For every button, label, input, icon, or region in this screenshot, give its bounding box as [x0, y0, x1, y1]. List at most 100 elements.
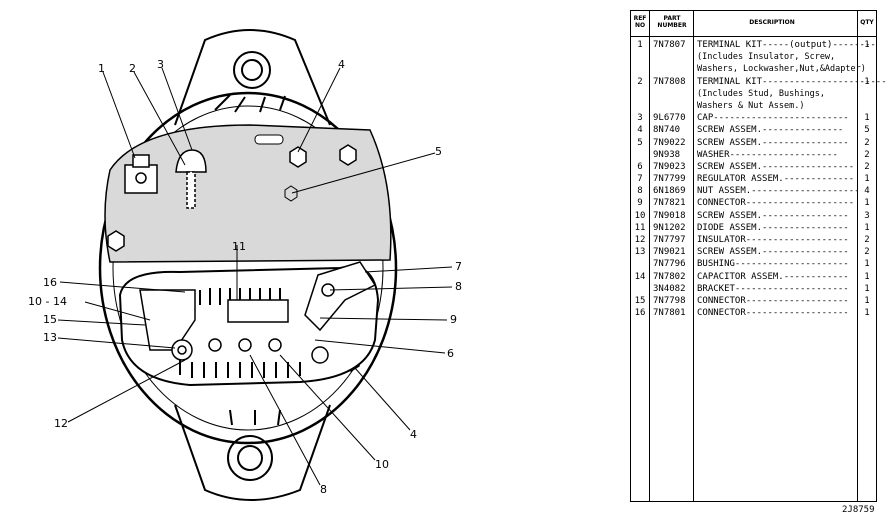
qty-cell: 1 — [864, 283, 870, 294]
ref-cell: 5 — [637, 137, 643, 148]
callout-11: 11 — [232, 240, 246, 253]
part-number-cell: 7N9022 — [653, 137, 686, 148]
terminal-cap — [175, 149, 207, 209]
description-cell: (Includes Stud, Bushings, — [697, 88, 825, 99]
ref-cell: 8 — [637, 186, 643, 197]
table-row: 16 7N7801 CONNECTOR------------------- 1 — [631, 307, 876, 319]
part-number-cell: 7N9023 — [653, 161, 686, 172]
callout-1: 1 — [98, 62, 105, 75]
ref-cell: 3 — [637, 113, 643, 124]
qty-cell: 1 — [864, 259, 870, 270]
description-cell: NUT ASSEM.-------------------- — [697, 186, 860, 197]
part-number-cell: 7N7801 — [653, 308, 686, 319]
qty-cell: 2 — [864, 235, 870, 245]
description-cell: SCREW ASSEM.---------------- — [697, 210, 849, 221]
qty-cell: 1 — [864, 113, 870, 124]
description-cell: DIODE ASSEM.---------------- — [697, 222, 849, 233]
qty-cell: 2 — [864, 149, 870, 160]
qty-cell: 5 — [864, 125, 870, 136]
table-row: 7N7796 BUSHING--------------------- 1 — [631, 258, 876, 270]
part-number-cell: 7N7821 — [653, 198, 686, 209]
part-number-cell: 9N938 — [653, 149, 681, 160]
callout-6: 6 — [447, 347, 454, 360]
description-cell: CAP------------------------- — [697, 113, 849, 124]
callout-4-lower: 4 — [410, 428, 417, 441]
ref-cell: 1 — [637, 40, 643, 50]
qty-cell: 1 — [864, 76, 870, 87]
qty-cell: 1 — [864, 308, 870, 319]
qty-cell: 1 — [864, 198, 870, 209]
qty-cell: 1 — [864, 222, 870, 233]
part-number-cell: 7N7796 — [653, 259, 686, 270]
description-cell: WASHER-------------------- — [697, 149, 838, 160]
header-qty: QTY — [860, 19, 874, 26]
qty-cell: 1 — [864, 174, 870, 185]
description-cell: BUSHING--------------------- — [697, 259, 849, 270]
table-row: 9N938 WASHER-------------------- 2 — [631, 149, 876, 161]
callout-10-14: 10 - 14 — [28, 295, 67, 308]
description-cell: Washers & Nut Assem.) — [697, 100, 805, 111]
brush-holder-bracket — [139, 289, 196, 361]
part-number-cell: 3N4082 — [653, 283, 686, 294]
table-header: REF NO PART NUMBER DESCRIPTION QTY — [631, 11, 876, 37]
qty-cell: 3 — [864, 210, 870, 221]
ref-cell: 13 — [634, 247, 646, 258]
ref-cell: 4 — [637, 125, 643, 136]
part-number-cell: 7N7802 — [653, 271, 686, 282]
part-number-cell: 7N7798 — [653, 295, 686, 306]
ref-cell: 6 — [637, 161, 643, 172]
callout-12: 12 — [54, 417, 68, 430]
table-row: 5 7N9022 SCREW ASSEM.---------------- 2 — [631, 137, 876, 149]
table-row: 8 6N1869 NUT ASSEM.-------------------- 4 — [631, 185, 876, 197]
callout-2: 2 — [129, 62, 136, 75]
ref-cell: 16 — [634, 308, 646, 319]
description-cell: REGULATOR ASSEM.------------- — [697, 174, 855, 185]
regulator-assembly — [304, 261, 377, 364]
callout-7: 7 — [455, 260, 462, 273]
output-terminal — [124, 154, 158, 194]
description-cell: INSULATOR------------------- — [697, 235, 849, 245]
part-number-cell: 7N9021 — [653, 247, 686, 258]
header-ref: REF NO — [633, 15, 647, 29]
callout-15: 15 — [43, 313, 57, 326]
diode-assembly — [208, 299, 289, 352]
callout-4: 4 — [338, 58, 345, 71]
cover-hex-marker — [284, 185, 298, 202]
callout-8: 8 — [455, 280, 462, 293]
ref-cell: 10 — [634, 210, 646, 221]
top-mounting-ear — [174, 29, 331, 126]
description-cell: CONNECTOR------------------- — [697, 308, 849, 319]
description-cell: CONNECTOR------------------- — [697, 295, 849, 306]
qty-cell: 4 — [864, 186, 870, 197]
cover-slot — [254, 134, 284, 145]
description-cell: BRACKET--------------------- — [697, 283, 849, 294]
part-number-cell: 6N1869 — [653, 186, 686, 197]
ref-cell: 9 — [637, 198, 643, 209]
header-part-number: PART NUMBER — [657, 15, 687, 29]
alternator-exploded-drawing: 1 2 3 4 5 7 8 9 6 4 10 8 11 16 10 - 14 1… — [28, 29, 462, 501]
ref-cell: 11 — [634, 222, 646, 233]
description-cell: TERMINAL KIT-----(output)-------- — [697, 40, 876, 50]
description-cell: (Includes Insulator, Screw, — [697, 52, 836, 63]
qty-cell: 1 — [864, 271, 870, 282]
figure-number: 2J8759 — [842, 505, 875, 515]
part-number-cell: 7N7797 — [653, 235, 686, 245]
callout-3: 3 — [157, 58, 164, 71]
description-cell: SCREW ASSEM.---------------- — [697, 137, 849, 148]
qty-cell: 2 — [864, 137, 870, 148]
heatsink-fins — [179, 288, 301, 378]
part-number-cell: 7N7808 — [653, 76, 686, 87]
ref-cell: 2 — [637, 76, 643, 87]
table-row: (Includes Stud, Bushings, — [631, 88, 876, 100]
qty-cell: 1 — [864, 40, 870, 50]
callout-8-lower: 8 — [320, 483, 327, 496]
